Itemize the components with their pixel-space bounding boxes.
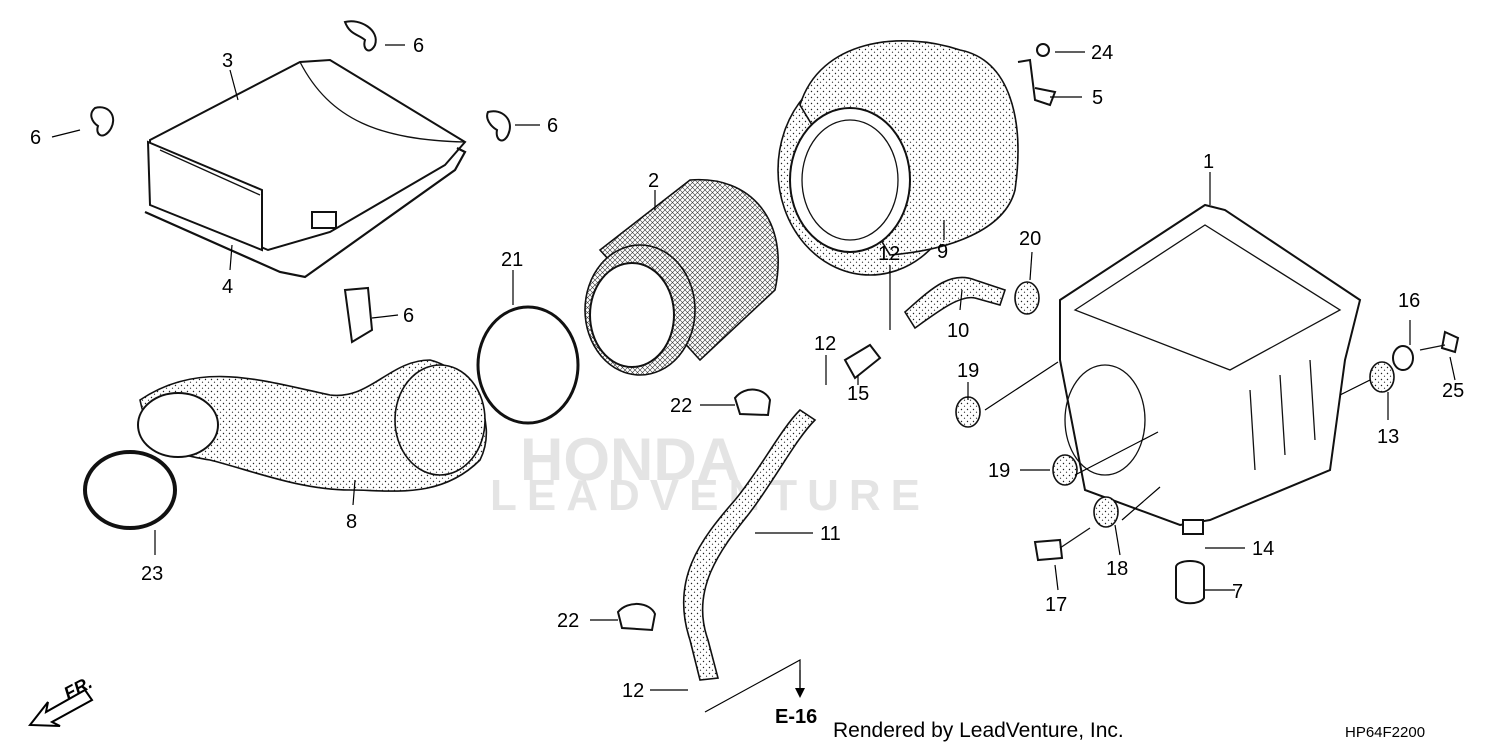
grommet-20[interactable]: [1014, 281, 1040, 315]
outer-filter-element[interactable]: [777, 40, 1019, 276]
inner-mesh-filter[interactable]: [584, 178, 779, 376]
callout-1: 1: [1203, 151, 1214, 173]
callout-10: 10: [947, 320, 969, 342]
callout-21: 21: [501, 249, 523, 271]
callout-9: 9: [937, 241, 948, 263]
callout-4: 4: [222, 276, 233, 298]
front-direction-arrow-icon: FR.: [27, 672, 95, 727]
clip-icon: [90, 20, 511, 344]
watermark-line: LEADVENTURE: [490, 471, 930, 520]
callout-13: 13: [1377, 426, 1399, 448]
callout-6: 6: [30, 127, 41, 149]
callout-2: 2: [648, 170, 659, 192]
air-guide-cover[interactable]: [146, 58, 467, 252]
callout-11: 11: [820, 523, 841, 545]
callout-12: 12: [622, 680, 644, 702]
tube-clamp[interactable]: [83, 450, 177, 530]
callout-12: 12: [878, 243, 900, 265]
leader-lines: [51, 44, 1456, 713]
callout-14: 14: [1252, 538, 1274, 560]
watermark-brand: HONDA: [520, 426, 740, 493]
watermark: HONDA LEADVENTURE: [490, 426, 930, 520]
callout-12: 12: [814, 333, 836, 355]
hose-clamp-icon: [616, 388, 772, 632]
callout-22: 22: [670, 395, 692, 417]
callout-19: 19: [957, 360, 979, 382]
callout-24: 24: [1091, 42, 1113, 64]
callout-numbers: 3 4 6 6 6 6 2 21 8 23 9 20 1 5 24 12 10 …: [30, 35, 1464, 702]
callout-8: 8: [346, 511, 357, 533]
callout-23: 23: [141, 563, 163, 585]
callout-6: 6: [547, 115, 558, 137]
callout-17: 17: [1045, 594, 1067, 616]
reference-arrowhead: [795, 688, 805, 698]
callout-6: 6: [413, 35, 424, 57]
drain-hose[interactable]: [682, 408, 817, 681]
section-reference: E-16: [775, 706, 817, 728]
breather-hose[interactable]: [903, 276, 1007, 330]
footer-credit: Rendered by LeadVenture, Inc.: [833, 719, 1124, 742]
breather-joint[interactable]: [843, 343, 882, 380]
diagram-code: HP64F2200: [1345, 724, 1426, 741]
callout-25: 25: [1442, 380, 1464, 402]
callout-19: 19: [988, 460, 1010, 482]
callout-20: 20: [1019, 228, 1041, 250]
drain-tube[interactable]: [1175, 560, 1205, 605]
callout-22: 22: [557, 610, 579, 632]
cover-seal[interactable]: [144, 147, 467, 279]
callout-5: 5: [1092, 87, 1103, 109]
callout-15: 15: [847, 383, 869, 405]
intake-tube[interactable]: [137, 359, 488, 492]
bolts: [1017, 43, 1460, 562]
callout-16: 16: [1398, 290, 1420, 312]
callout-7: 7: [1232, 581, 1243, 603]
air-cleaner-case[interactable]: [1059, 203, 1362, 535]
callout-3: 3: [222, 50, 233, 72]
grommets: [955, 345, 1414, 528]
callout-6: 6: [403, 305, 414, 327]
connecting-band[interactable]: [476, 305, 580, 425]
callout-18: 18: [1106, 558, 1128, 580]
